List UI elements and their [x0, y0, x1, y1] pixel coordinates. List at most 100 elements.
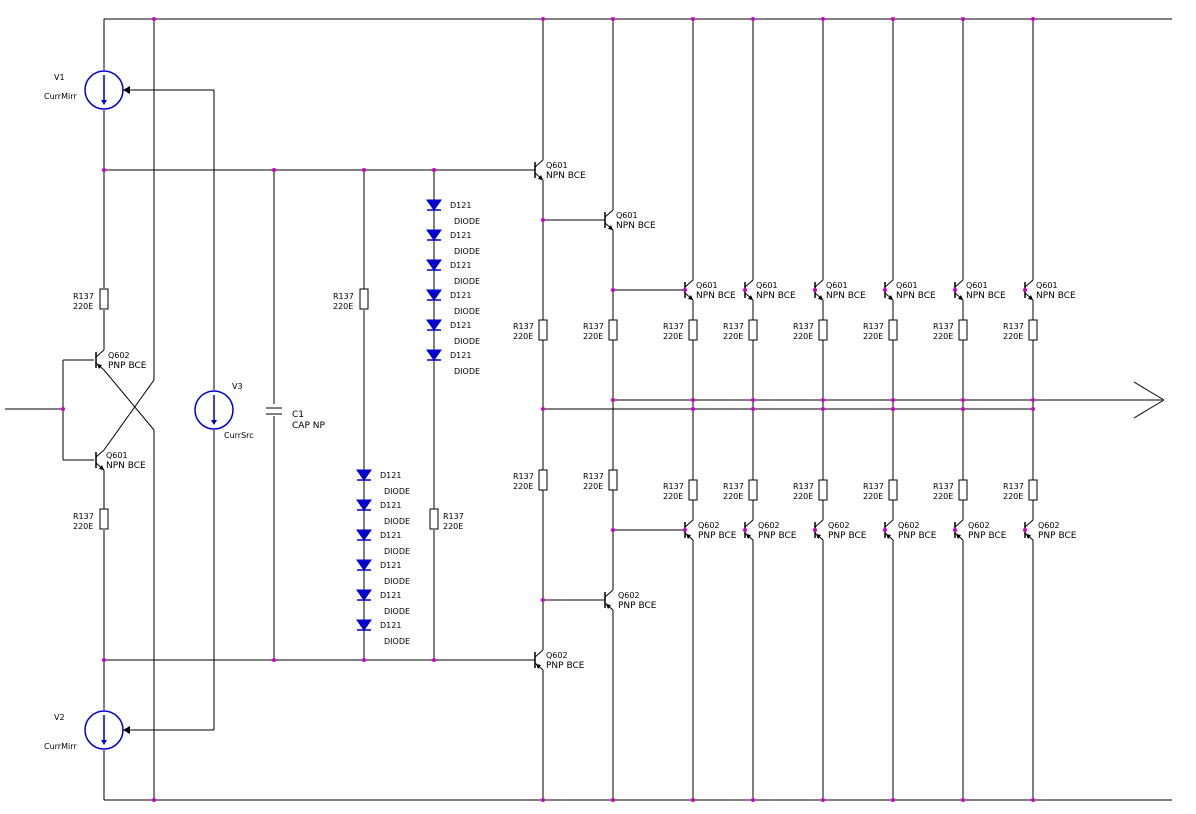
capacitor-c1-type: CAP NP — [292, 421, 325, 431]
diode-d121 — [426, 229, 442, 241]
transistor-name: Q601 — [106, 451, 128, 460]
transistor-type: PNP BCE — [618, 601, 657, 611]
resistor-name: R137 — [73, 512, 94, 521]
diode-type: DIODE — [454, 337, 480, 346]
transistor-name: Q601 — [696, 281, 718, 290]
resistor-name: R137 — [1003, 482, 1024, 491]
resistor-value: 220E — [663, 492, 683, 501]
diode-name: D121 — [450, 261, 471, 270]
junction-dot — [821, 17, 825, 21]
junction-dot — [961, 17, 965, 21]
wire — [103, 379, 155, 451]
diode-type: DIODE — [384, 577, 410, 586]
resistor-name: R137 — [793, 482, 814, 491]
diode-d121 — [356, 619, 372, 631]
wire — [103, 369, 155, 431]
transistor-name: Q602 — [618, 591, 640, 600]
transistor-q601-npn-lead — [814, 279, 824, 288]
resistor-r137 — [608, 469, 618, 491]
resistor-value: 220E — [933, 332, 953, 341]
diode-name: D121 — [380, 561, 401, 570]
transistor-q601-npn-arrow — [608, 225, 613, 230]
transistor-q601-npn-arrow — [1028, 295, 1033, 300]
resistor-r137 — [359, 288, 369, 310]
junction-dot — [821, 407, 825, 411]
diode-name: D121 — [380, 501, 401, 510]
diode-d121 — [356, 499, 372, 511]
transistor-q601-npn-lead — [95, 449, 105, 458]
junction-dot — [683, 528, 687, 532]
transistor-q602-pnp-lead — [744, 519, 754, 528]
transistor-q602-pnp-arrow — [686, 534, 691, 539]
resistor-r137 — [608, 319, 618, 341]
resistor-value: 220E — [513, 332, 533, 341]
diode-type: DIODE — [384, 607, 410, 616]
junction-dot — [813, 528, 817, 532]
junction-dot — [883, 288, 887, 292]
junction-dot — [1031, 398, 1035, 402]
junction-dot — [541, 218, 545, 222]
junction-dot — [743, 528, 747, 532]
components — [84, 70, 1038, 750]
resistor-r137 — [888, 479, 898, 501]
diode-d121 — [426, 259, 442, 271]
transistor-type: NPN BCE — [966, 291, 1006, 301]
transistor-name: Q601 — [546, 161, 568, 170]
junction-dot — [743, 288, 747, 292]
junction-dot — [883, 528, 887, 532]
resistor-r137 — [538, 319, 548, 341]
transistor-type: PNP BCE — [1038, 531, 1077, 541]
junction-dot — [813, 288, 817, 292]
transistor-q602-pnp-arrow — [536, 664, 541, 669]
transistor-name: Q602 — [828, 521, 850, 530]
transistor-type: PNP BCE — [898, 531, 937, 541]
resistor-r137 — [538, 469, 548, 491]
resistor-r137 — [99, 288, 109, 310]
transistor-q602-pnp-lead — [534, 649, 544, 658]
capacitor-c1-name: C1 — [292, 410, 304, 420]
junction-dot — [102, 168, 106, 172]
resistor-name: R137 — [933, 322, 954, 331]
transistor-q602-pnp-lead — [814, 519, 824, 528]
transistor-name: Q601 — [1036, 281, 1058, 290]
junction-dot — [891, 798, 895, 802]
transistor-name: Q601 — [756, 281, 778, 290]
source-v2-type: CurrMirr — [44, 742, 77, 751]
resistor-value: 220E — [863, 332, 883, 341]
resistor-value: 220E — [863, 492, 883, 501]
transistor-q601-npn-lead — [604, 209, 614, 218]
junction-dot — [611, 17, 615, 21]
control-arrow — [123, 726, 130, 734]
resistor-name: R137 — [863, 322, 884, 331]
transistor-name: Q602 — [546, 651, 568, 660]
junction-dot — [61, 407, 65, 411]
transistor-q601-npn-lead — [744, 279, 754, 288]
transistor-type: NPN BCE — [826, 291, 866, 301]
wires — [5, 18, 1172, 801]
transistor-type: PNP BCE — [108, 361, 147, 371]
transistor-name: Q602 — [698, 521, 720, 530]
resistor-r137 — [748, 319, 758, 341]
resistor-r137 — [818, 479, 828, 501]
resistor-r137 — [1028, 319, 1038, 341]
resistor-name: R137 — [333, 292, 354, 301]
transistor-name: Q601 — [616, 211, 638, 220]
transistor-q601-npn-arrow — [538, 175, 543, 180]
resistor-value: 220E — [723, 492, 743, 501]
transistor-q601-npn-lead — [884, 279, 894, 288]
transistor-q601-npn-arrow — [818, 295, 823, 300]
transistor-q601-npn-arrow — [748, 295, 753, 300]
resistor-name: R137 — [933, 482, 954, 491]
diode-name: D121 — [450, 201, 471, 210]
junction-dot — [751, 407, 755, 411]
junction-dot — [961, 398, 965, 402]
junction-dot — [541, 798, 545, 802]
diode-type: DIODE — [454, 217, 480, 226]
junction-dot — [691, 407, 695, 411]
transistor-type: NPN BCE — [106, 461, 146, 471]
transistor-name: Q601 — [826, 281, 848, 290]
junction-dot — [821, 398, 825, 402]
resistor-r137 — [958, 319, 968, 341]
junction-dot — [541, 598, 545, 602]
junction-dot — [691, 17, 695, 21]
